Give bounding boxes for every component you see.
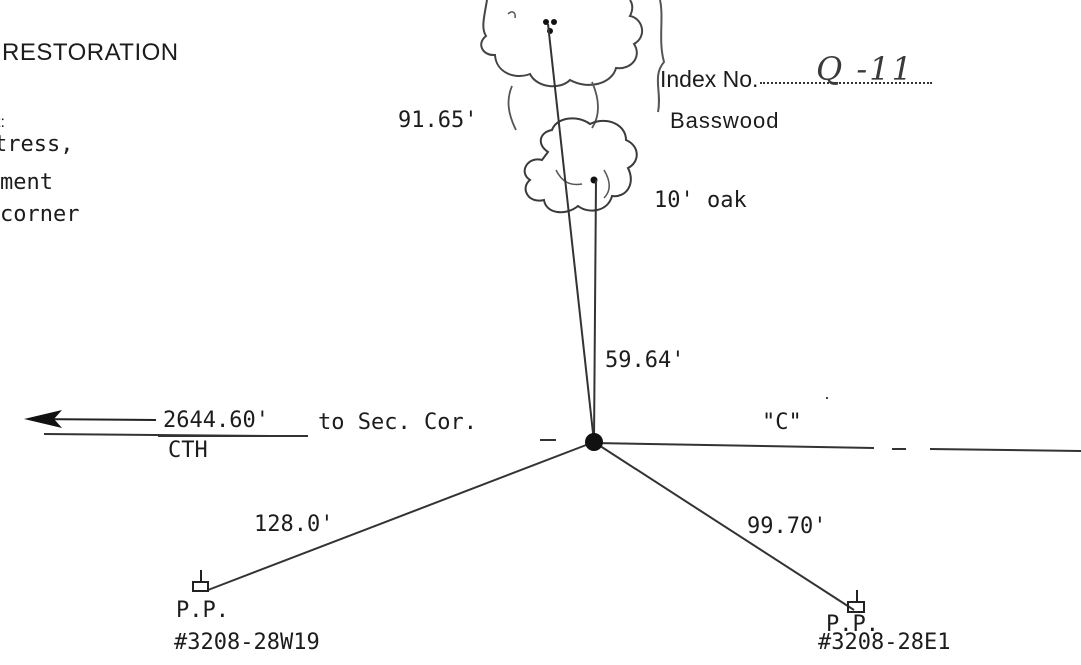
road-centerline-east bbox=[593, 442, 875, 449]
section-corner-suffix: to Sec. Cor. bbox=[318, 410, 477, 435]
basswood-center-point bbox=[543, 19, 549, 25]
distance-to-oak: 59.64' bbox=[605, 348, 685, 373]
section-corner-distance: 2644.60' bbox=[163, 408, 269, 433]
note-line-2: tress, bbox=[0, 132, 74, 157]
trunk-outline-right bbox=[591, 81, 599, 129]
note-line-1: t: bbox=[0, 114, 5, 131]
east-pp-label: P.P. bbox=[826, 612, 879, 637]
index-label: Index No. bbox=[660, 66, 759, 92]
distance-to-basswood: 91.65' bbox=[398, 108, 478, 133]
west-pp-label: P.P. bbox=[176, 598, 229, 623]
line-to-oak bbox=[593, 179, 597, 443]
note-line-4: corner bbox=[0, 202, 80, 227]
distance-to-east-pp: 99.70' bbox=[747, 514, 827, 539]
distance-to-west-pp: 128.0' bbox=[254, 512, 334, 537]
note-line-3: ment bbox=[0, 170, 53, 195]
west-pp-number: #3208-28W19 bbox=[174, 630, 320, 655]
road-name-west: CTH bbox=[168, 438, 208, 463]
road-name-east: "C" bbox=[762, 410, 802, 435]
index-value: Q -11 bbox=[760, 53, 932, 85]
line-to-west-witness bbox=[207, 441, 595, 591]
west-witness-pole-icon bbox=[192, 570, 209, 592]
line-to-east-witness bbox=[593, 441, 855, 611]
corner-monument-dot bbox=[585, 433, 603, 451]
basswood-trunk-line-left bbox=[507, 11, 516, 19]
east-witness-pole-icon bbox=[847, 590, 865, 613]
oak-label: 10' oak bbox=[654, 188, 747, 213]
road-centerline-east-end bbox=[929, 448, 1081, 452]
basswood-label: Basswood bbox=[670, 108, 780, 133]
basswood-center-point-2 bbox=[551, 19, 557, 25]
line-to-basswood bbox=[547, 23, 595, 443]
east-pp-number: #3208-28E1 bbox=[818, 630, 951, 655]
basswood-crown-edge-right bbox=[656, 0, 666, 113]
arrow-left-icon bbox=[24, 410, 62, 428]
oak-crown-outline bbox=[523, 117, 638, 214]
basswood-crown-outline bbox=[480, 0, 644, 88]
trunk-outline-left bbox=[507, 85, 517, 131]
oak-branch-mark bbox=[555, 169, 610, 199]
page-title: RESTORATION bbox=[2, 39, 179, 66]
